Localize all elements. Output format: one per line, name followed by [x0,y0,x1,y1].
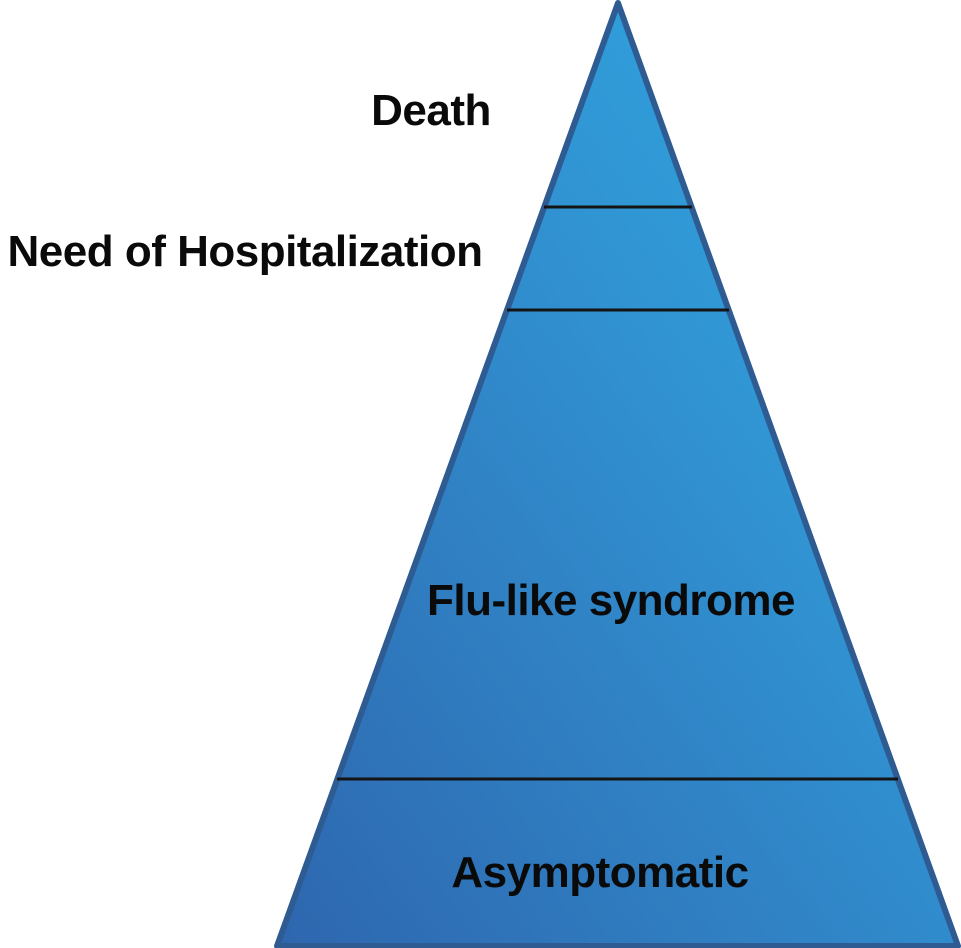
level-label-need-of-hospitalization: Need of Hospitalization [7,227,483,276]
level-label-death: Death [371,86,491,135]
level-label-flu-like-syndrome: Flu-like syndrome [426,576,796,625]
level-label-asymptomatic: Asymptomatic [451,848,749,897]
pyramid-shape [274,0,961,948]
